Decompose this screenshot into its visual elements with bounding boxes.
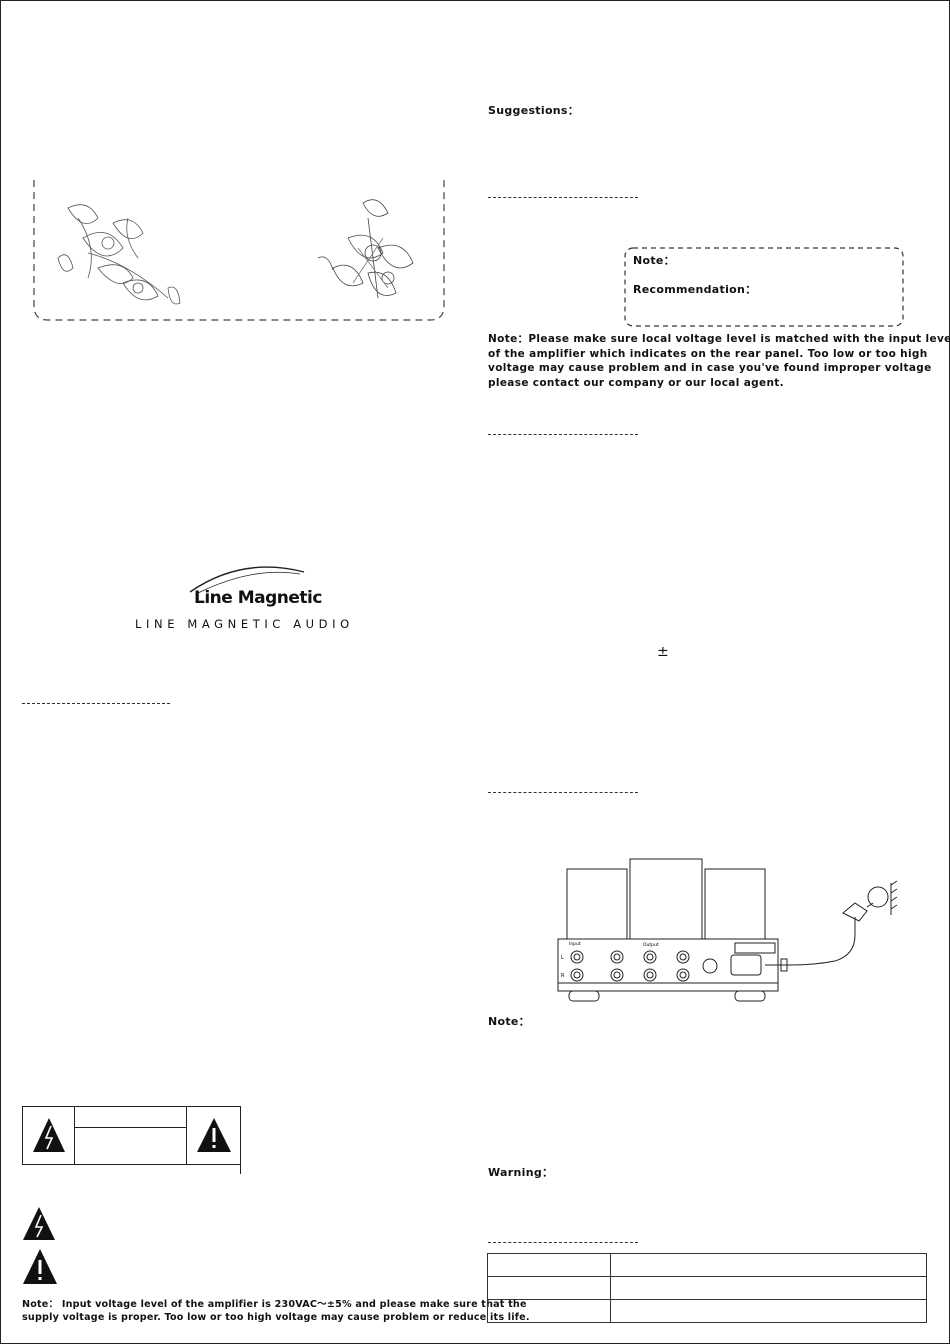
lightning-symbol-icon [23,1207,55,1240]
section-divider [22,703,170,704]
table-row [487,1276,927,1300]
floral-frame [33,180,445,321]
input-voltage-note: Note： Input voltage level of the amplifi… [22,1298,530,1324]
table-cell [487,1299,611,1323]
logo-caption: LINE MAGNETIC AUDIO [135,617,354,631]
table-row [487,1253,927,1277]
exclamation-symbol-icon [23,1249,57,1284]
voltage-note-line: voltage may cause problem and in case yo… [488,362,932,374]
flower-illustration-right [317,199,414,299]
suggestions-label: Suggestions： [488,104,580,117]
warning-label: Warning： [488,1166,554,1179]
table-cell [610,1253,927,1277]
table-cell [487,1253,611,1277]
note-box-frame [624,247,904,327]
amplifier-drawing: Input Output L R [557,858,898,1002]
flower-illustration-left [57,204,181,305]
section-divider [488,434,638,435]
warning-label-frame [22,1106,241,1174]
voltage-note-line: of the amplifier which indicates on the … [488,347,928,360]
rear-panel-diagram: Input Output L R [555,855,915,1015]
left-channel-text: L [561,955,564,961]
voltage-note: Note：Please make sure local voltage leve… [488,332,950,390]
exclamation-warning-icon [197,1118,231,1152]
input-label-text: Input [569,941,581,947]
table-cell [610,1276,927,1300]
logo-script-text: Line Magnetic [194,588,322,608]
table-cell [487,1276,611,1300]
note-box: Note： Recommendation： [624,247,904,327]
lightning-warning-icon [33,1118,65,1152]
table-cell [610,1299,927,1323]
plus-minus-symbol: ± [657,644,669,660]
brand-logo: Line Magnetic [189,566,322,610]
section-divider [488,792,638,793]
voltage-note-line: please contact our company or our local … [488,376,784,389]
warning-label-box [22,1106,242,1174]
section-divider [488,1242,638,1243]
voltage-note-line: Note：Please make sure local voltage leve… [488,333,950,345]
right-channel-text: R [561,973,565,979]
spec-table [487,1253,927,1323]
output-label-text: Output [643,942,659,948]
section-divider [488,197,638,198]
connection-note-label: Note： [488,1015,530,1028]
input-voltage-note-line: supply voltage is proper. Too low or too… [22,1312,530,1323]
table-row [487,1299,927,1323]
note-box-note-label: Note： [633,254,675,267]
input-voltage-note-line: Note： Input voltage level of the amplifi… [22,1299,527,1310]
note-box-recommendation-label: Recommendation： [633,283,757,296]
logo-swoosh [189,566,305,595]
